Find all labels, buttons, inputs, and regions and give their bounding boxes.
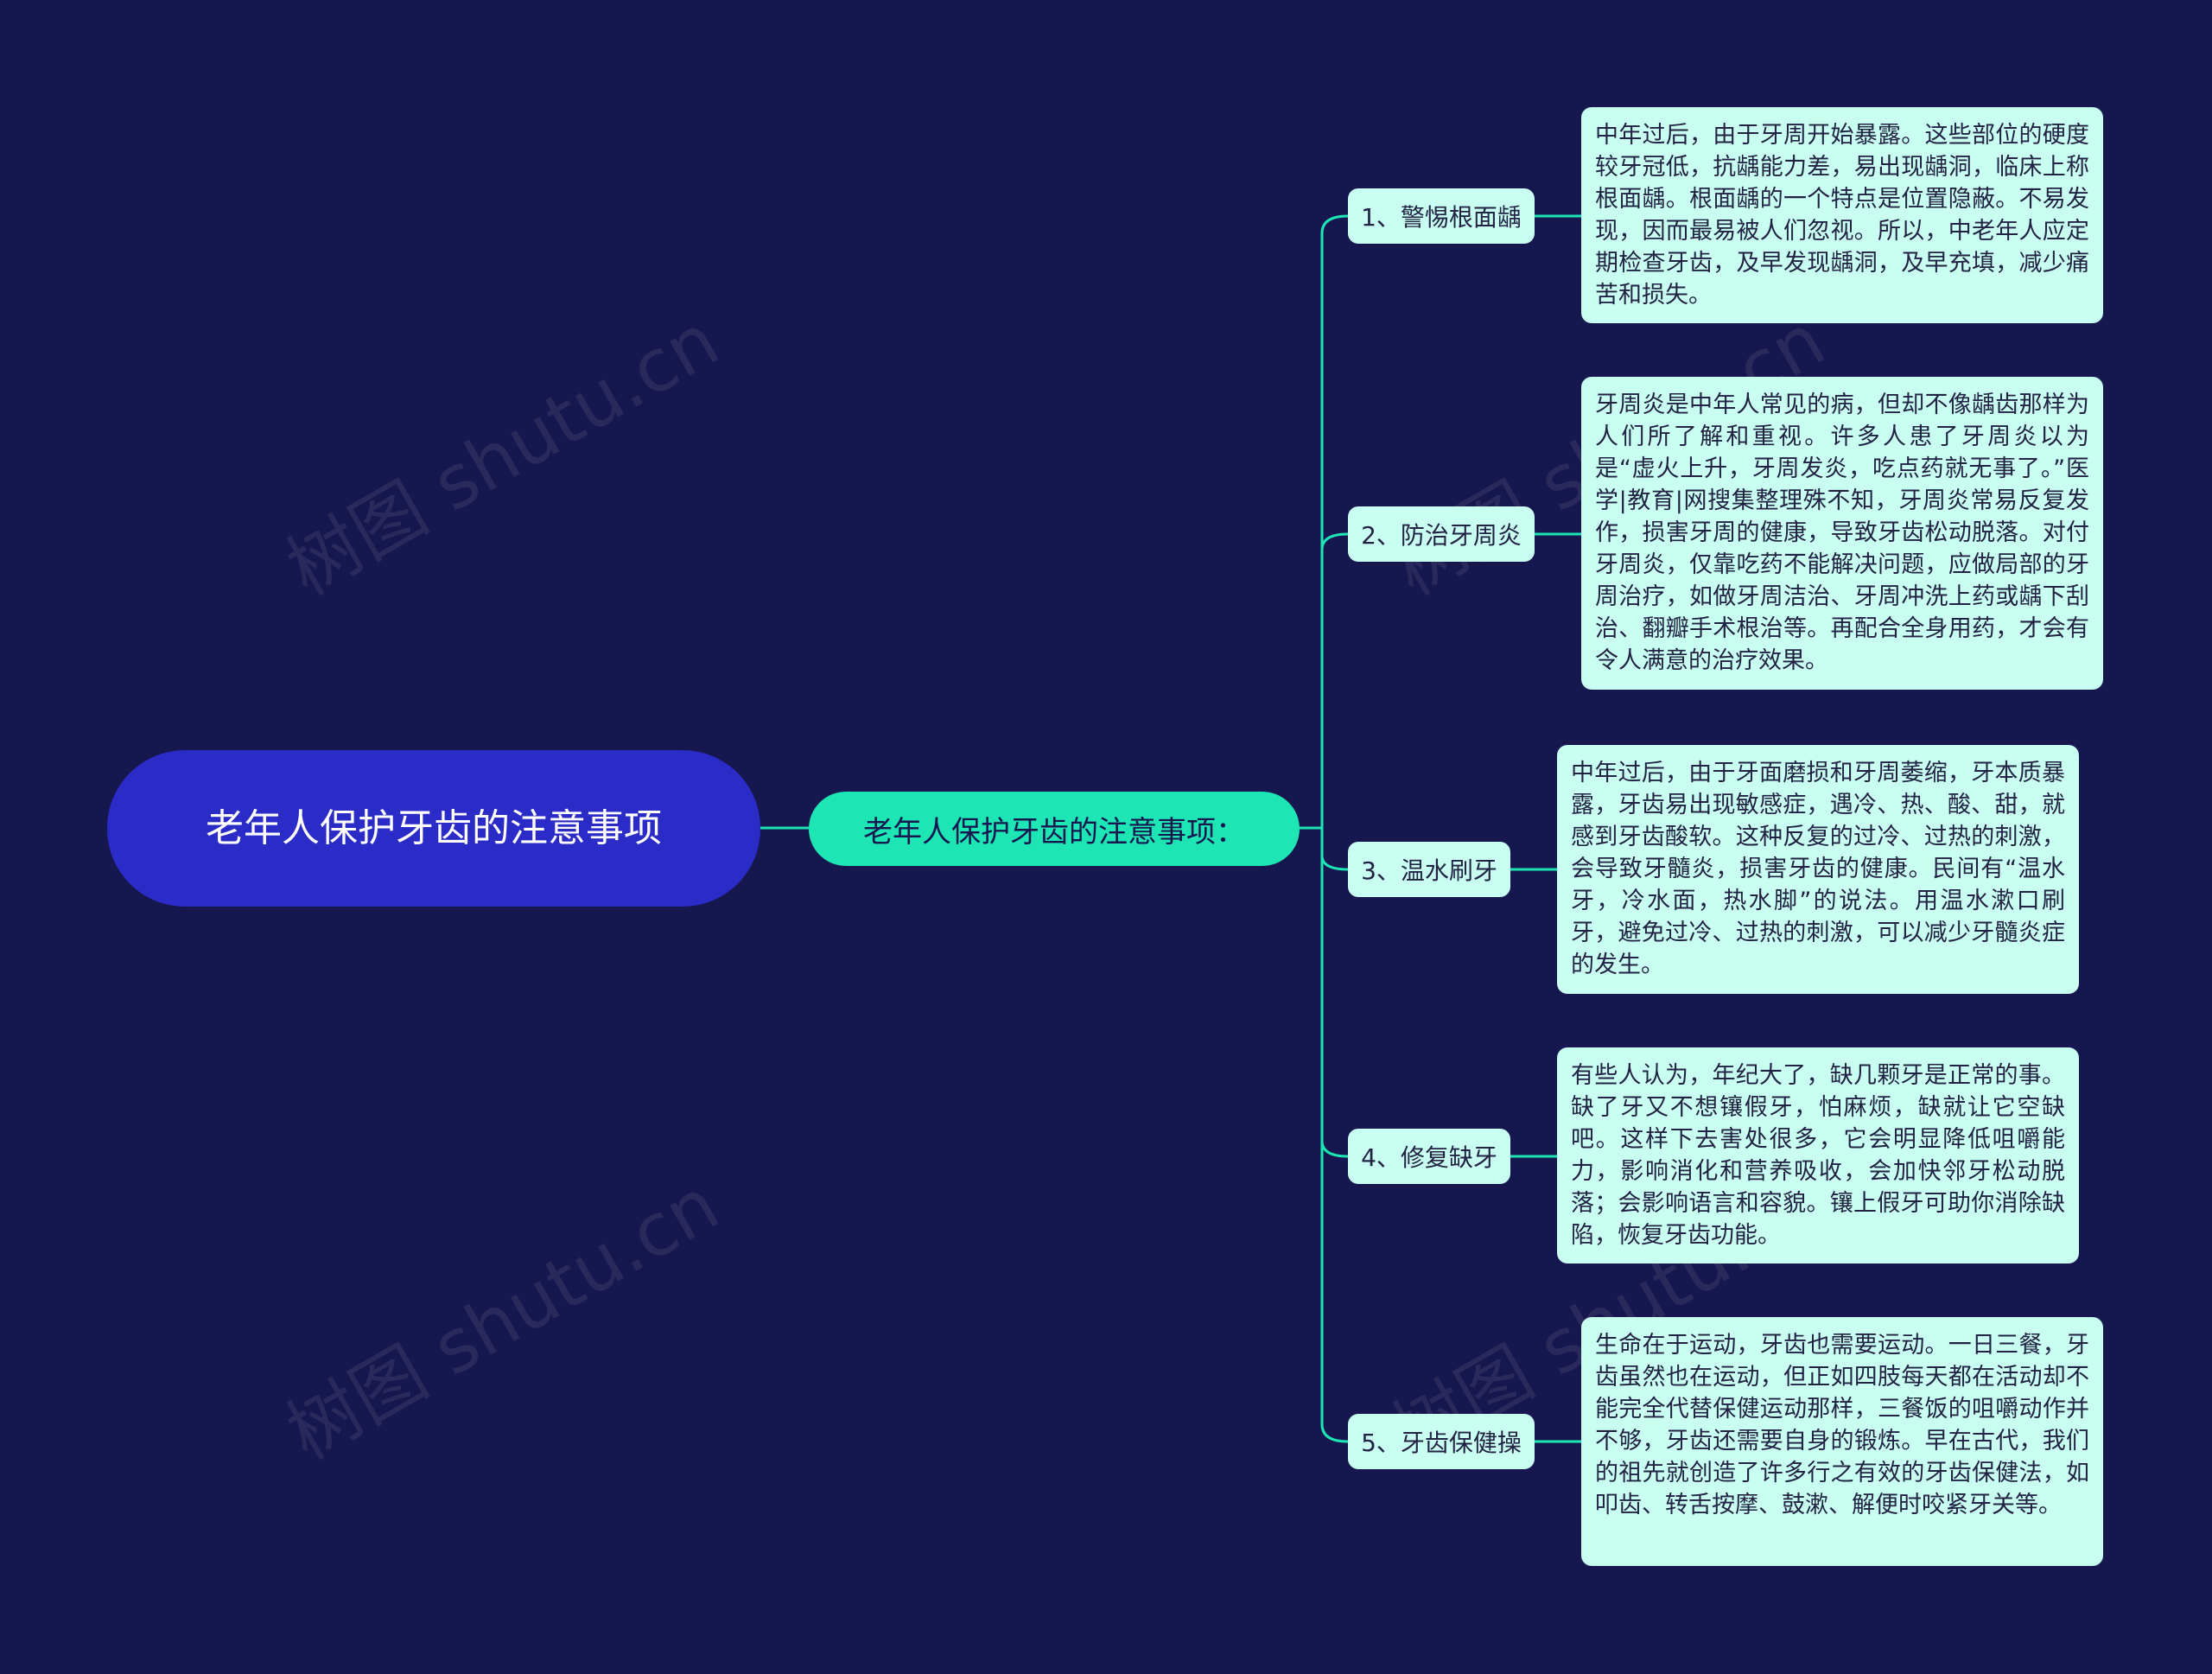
branch-5[interactable]: 5、牙齿保健操 <box>1348 1414 1535 1469</box>
branch-link-4 <box>1320 828 1349 1158</box>
branch-1[interactable]: 1、警惕根面龋 <box>1348 188 1535 244</box>
watermark: 树图 shutu.cn <box>273 297 733 612</box>
leaf-note-4[interactable]: 有些人认为，年纪大了，缺几颗牙是正常的事。缺了牙又不想镶假牙，怕麻烦，缺就让它空… <box>1557 1047 2079 1263</box>
branch-link-5 <box>1320 828 1349 1443</box>
leaf-note-1[interactable]: 中年过后，由于牙周开始暴露。这些部位的硬度较牙冠低，抗龋能力差，易出现龋洞，临床… <box>1581 107 2103 323</box>
leaf-note-2[interactable]: 牙周炎是中年人常见的病，但却不像龋齿那样为人们所了解和重视。许多人患了牙周炎以为… <box>1581 377 2103 690</box>
branch-2[interactable]: 2、防治牙周炎 <box>1348 506 1535 562</box>
watermark: 树图 shutu.cn <box>273 1162 733 1476</box>
hub-topic[interactable]: 老年人保护牙齿的注意事项： <box>809 792 1300 866</box>
leaf-note-3[interactable]: 中年过后，由于牙面磨损和牙周萎缩，牙本质暴露，牙齿易出现敏感症，遇冷、热、酸、甜… <box>1557 745 2079 994</box>
branch-link-2 <box>1320 532 1349 828</box>
branch-link-1 <box>1320 214 1349 828</box>
root-topic[interactable]: 老年人保护牙齿的注意事项 <box>107 750 760 907</box>
leaf-note-5[interactable]: 生命在于运动，牙齿也需要运动。一日三餐，牙齿虽然也在运动，但正如四肢每天都在活动… <box>1581 1317 2103 1566</box>
branch-3[interactable]: 3、温水刷牙 <box>1348 842 1510 897</box>
branch-link-3 <box>1320 828 1349 871</box>
branch-4[interactable]: 4、修复缺牙 <box>1348 1129 1510 1184</box>
